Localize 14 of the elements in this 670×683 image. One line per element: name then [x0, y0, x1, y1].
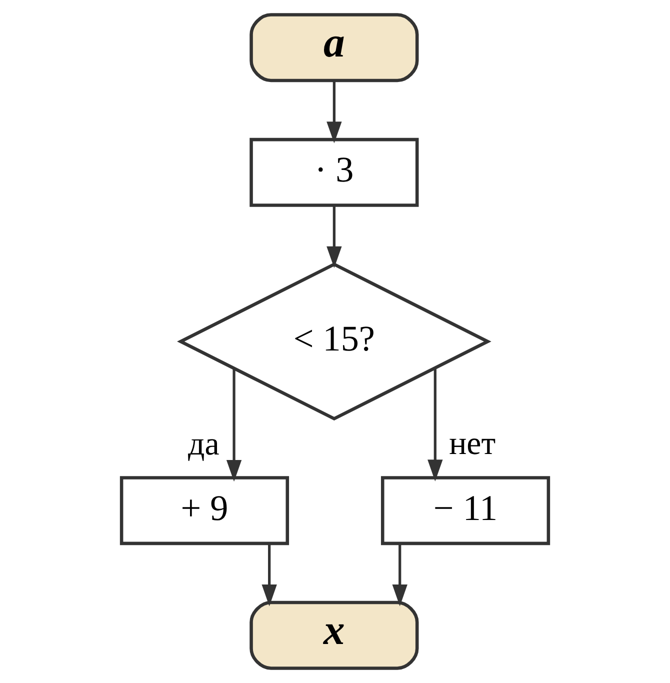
- node-box: + 9: [120, 476, 290, 546]
- node-box: x: [250, 600, 419, 670]
- arrow: [428, 368, 443, 482]
- arrow: [392, 544, 408, 606]
- edge-label: нет: [449, 426, 496, 462]
- node-box: · 3: [250, 138, 419, 207]
- arrow: [326, 81, 342, 144]
- arrow: [326, 206, 342, 268]
- arrow: [226, 368, 242, 482]
- node-box: − 11: [380, 476, 550, 546]
- node-box: a: [250, 13, 419, 82]
- edge-label: да: [188, 426, 220, 462]
- arrow: [262, 544, 277, 606]
- node-diamond: < 15?: [177, 262, 492, 420]
